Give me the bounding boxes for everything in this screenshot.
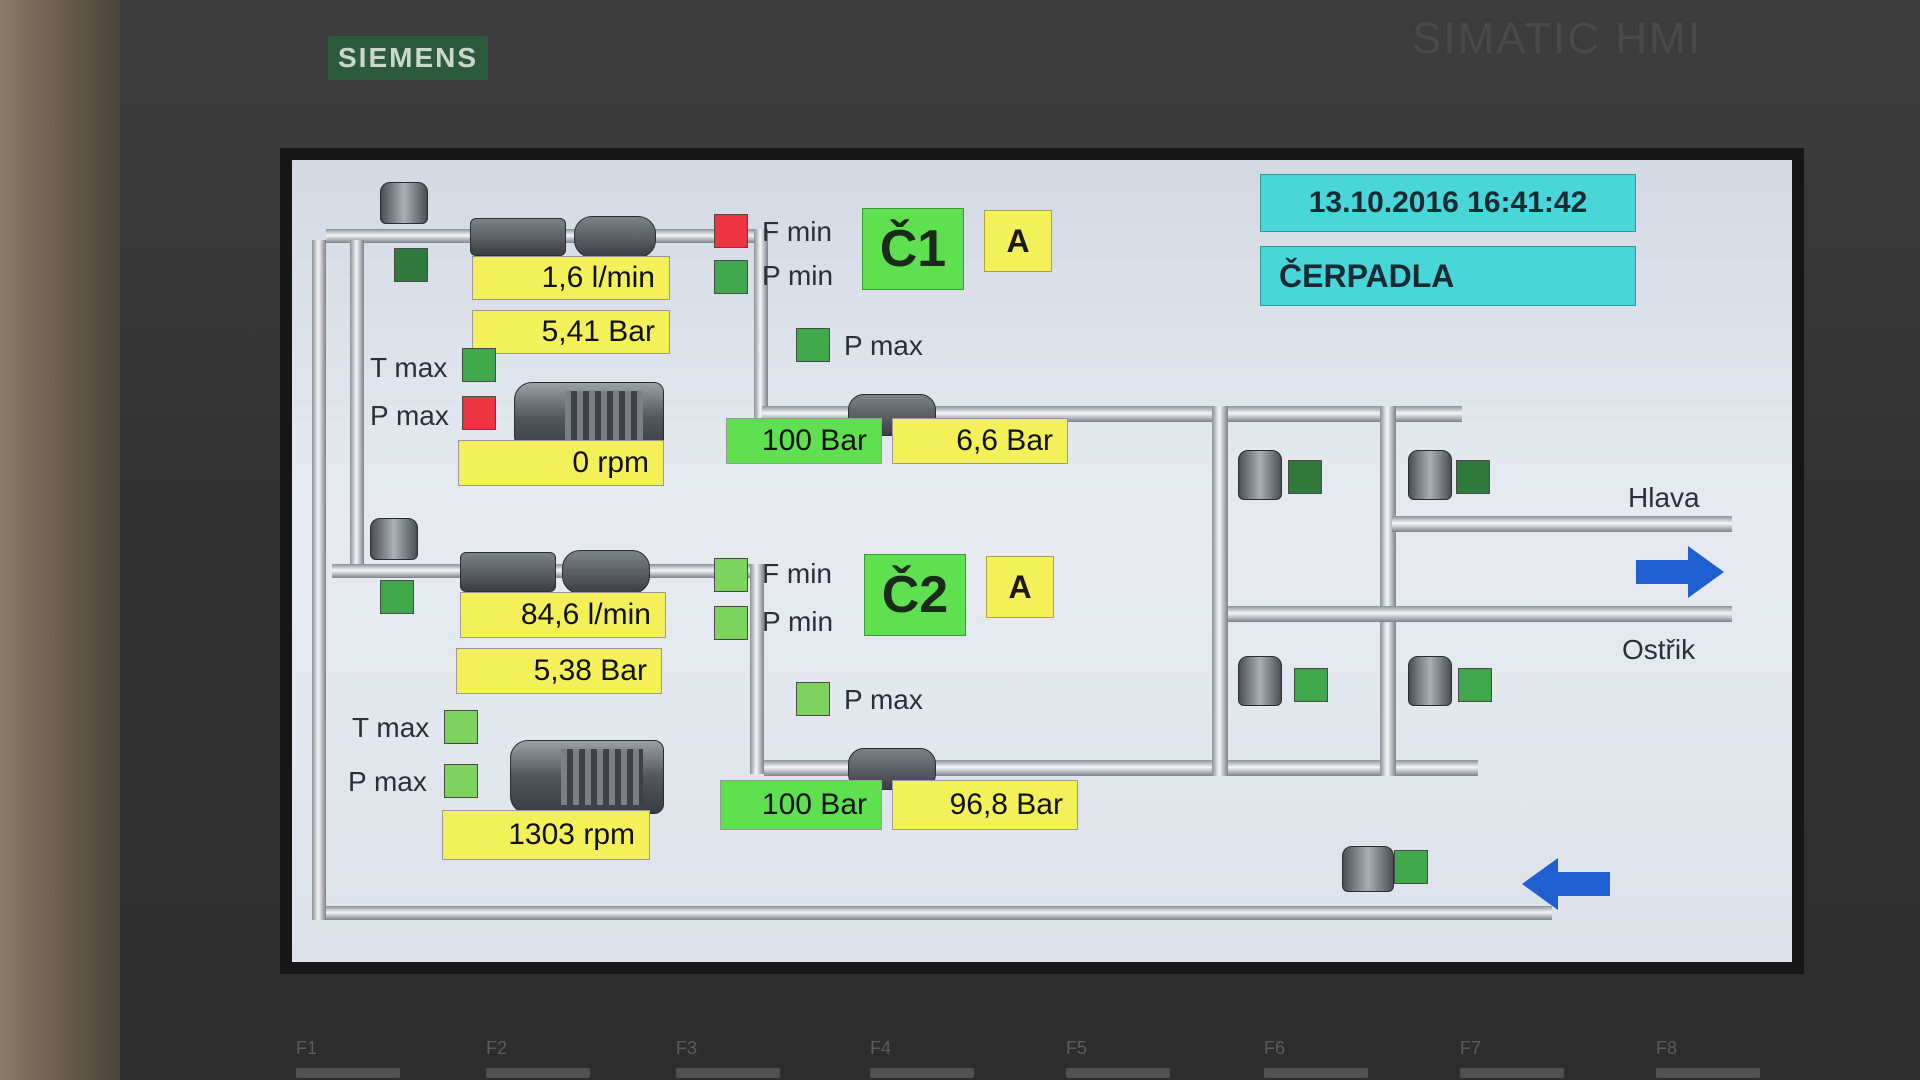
- pump2-fmin-label: F min: [762, 558, 832, 589]
- fkey-f8-label: F8: [1656, 1038, 1678, 1058]
- fkey-f5[interactable]: [1066, 1068, 1170, 1078]
- arrow-left-icon: [1522, 858, 1610, 910]
- wall-background: [0, 0, 120, 1080]
- pump2-flow-value: 84,6 l/min: [460, 592, 666, 638]
- fkey-f7-label: F7: [1460, 1038, 1482, 1058]
- fkey-f5-label: F5: [1066, 1038, 1088, 1058]
- pump2-inlet-pressure-value: 5,38 Bar: [456, 648, 662, 694]
- pipe-diagram: [312, 229, 1732, 920]
- pump2-filter-indicator: [380, 580, 414, 614]
- hmi-screen: 13.10.2016 16:41:42 ČERPADLA 1,6 l/min 5…: [280, 148, 1804, 974]
- pump1-pmax-out-label: P max: [844, 330, 923, 361]
- pump2-fmin-indicator: [714, 558, 748, 592]
- manifold-right: [1380, 406, 1396, 776]
- pump1-pmin-label: P min: [762, 260, 834, 291]
- fkey-f3[interactable]: [676, 1068, 780, 1078]
- pump2-flowmeter-icon: [562, 550, 650, 594]
- pump2-pressure-setpoint[interactable]: 100 Bar: [720, 780, 882, 830]
- fkey-f4[interactable]: [870, 1068, 974, 1078]
- pump1-pressure-setpoint[interactable]: 100 Bar: [726, 418, 882, 464]
- ostrik-pipe: [1228, 606, 1732, 622]
- pump1-pmax-out-indicator: [796, 328, 830, 362]
- fkey-f6[interactable]: [1264, 1068, 1368, 1078]
- pump1-fmin-indicator: [714, 214, 748, 248]
- accumulator2-indicator: [1456, 460, 1490, 494]
- pump2-speed-value: 1303 rpm: [442, 810, 650, 860]
- pump1-valve-icon: [470, 218, 566, 256]
- branch-riser: [350, 240, 364, 564]
- pump2-pmin-indicator: [714, 606, 748, 640]
- return-filter-icon: [1342, 846, 1394, 892]
- pump2-pmin-label: P min: [762, 606, 834, 637]
- pump1-mode-button[interactable]: A: [984, 210, 1052, 272]
- fkey-f4-label: F4: [870, 1038, 892, 1058]
- fkey-f2[interactable]: [486, 1068, 590, 1078]
- pump2-motor-icon: [510, 740, 664, 814]
- fkey-f3-label: F3: [676, 1038, 698, 1058]
- pump2-tmax-indicator: [444, 710, 478, 744]
- pump2-pmax-motor-label: P max: [348, 766, 427, 797]
- fkey-f1-label: F1: [296, 1038, 318, 1058]
- return-pipe: [312, 906, 1552, 920]
- accumulator4-icon: [1408, 656, 1452, 706]
- arrow-right-icon: [1636, 546, 1724, 598]
- pump1-fmin-label: F min: [762, 216, 832, 247]
- filter1-icon: [380, 182, 428, 224]
- pump2-downpipe: [750, 564, 764, 774]
- fkey-f7[interactable]: [1460, 1068, 1564, 1078]
- pump1-id-button[interactable]: Č1: [862, 208, 964, 290]
- accumulator1-icon: [1238, 450, 1282, 500]
- fkey-f1[interactable]: [296, 1068, 400, 1078]
- manifold-left: [1212, 406, 1228, 776]
- fkey-f2-label: F2: [486, 1038, 508, 1058]
- fkey-f8[interactable]: [1656, 1068, 1760, 1078]
- pump1-inlet-pressure-value: 5,41 Bar: [472, 310, 670, 354]
- pump1-tmax-label: T max: [370, 352, 448, 383]
- pump1-speed-value: 0 rpm: [458, 440, 664, 486]
- pump2-pmax-out-indicator: [796, 682, 830, 716]
- pump2-mode-button[interactable]: A: [986, 556, 1054, 618]
- pump1-downpipe: [754, 229, 768, 439]
- accumulator3-indicator: [1294, 668, 1328, 702]
- pump2-valve-icon: [460, 552, 556, 592]
- datetime-display: 13.10.2016 16:41:42: [1260, 174, 1636, 232]
- hlava-pipe: [1392, 516, 1732, 532]
- filter2-icon: [370, 518, 418, 560]
- ostrik-label: Ostřik: [1622, 634, 1696, 665]
- hlava-label: Hlava: [1628, 482, 1700, 513]
- accumulator3-icon: [1238, 656, 1282, 706]
- pump1-outlet-pressure-value: 6,6 Bar: [892, 418, 1068, 464]
- pump1-pmax-motor-indicator: [462, 396, 496, 430]
- pump2-discharge-pipe: [764, 760, 1478, 776]
- return-riser: [312, 240, 326, 920]
- return-filter-indicator: [1394, 850, 1428, 884]
- pump2-outlet-pressure-value: 96,8 Bar: [892, 780, 1078, 830]
- accumulator1-indicator: [1288, 460, 1322, 494]
- pump1-flow-value: 1,6 l/min: [472, 256, 670, 300]
- pump2-id-button[interactable]: Č2: [864, 554, 966, 636]
- screen-title: ČERPADLA: [1260, 246, 1636, 306]
- pump1-pmax-motor-label: P max: [370, 400, 449, 431]
- pump1-filter-indicator: [394, 248, 428, 282]
- pump1-pmin-indicator: [714, 260, 748, 294]
- product-name: SIMATIC HMI: [1412, 14, 1703, 63]
- fkey-f6-label: F6: [1264, 1038, 1286, 1058]
- pump2-pmax-out-label: P max: [844, 684, 923, 715]
- pump1-tmax-indicator: [462, 348, 496, 382]
- accumulator4-indicator: [1458, 668, 1492, 702]
- pump1-flowmeter-icon: [574, 216, 656, 258]
- accumulator2-icon: [1408, 450, 1452, 500]
- pump2-tmax-label: T max: [352, 712, 430, 743]
- brand-logo: SIEMENS: [328, 36, 489, 80]
- pump2-pmax-motor-indicator: [444, 764, 478, 798]
